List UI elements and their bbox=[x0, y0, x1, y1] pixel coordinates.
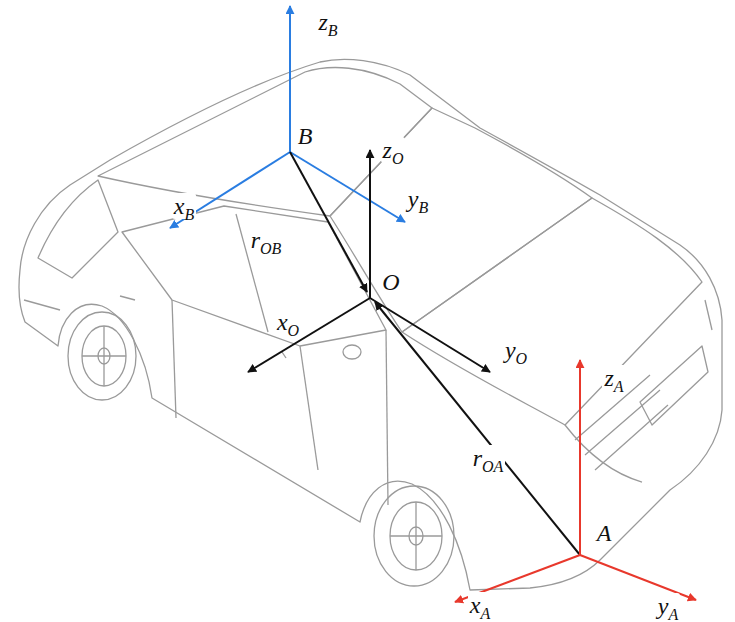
car-outline bbox=[19, 59, 722, 590]
axis-label: A bbox=[595, 520, 614, 546]
axis-label: zB bbox=[316, 9, 339, 35]
axis-label: B bbox=[296, 123, 315, 149]
axis-label: yA bbox=[656, 593, 680, 619]
axis-label: yO bbox=[503, 337, 529, 363]
frame-o-axes bbox=[248, 150, 580, 555]
axis-label: O bbox=[380, 269, 401, 295]
axis-label: yB bbox=[406, 186, 430, 212]
axis-label: xA bbox=[468, 592, 492, 618]
axis-label: rOB bbox=[249, 227, 284, 253]
axis-label: zO bbox=[381, 137, 406, 163]
frame-a-axes bbox=[455, 360, 696, 602]
axis-label: xO bbox=[275, 309, 301, 335]
axis-label: xB bbox=[172, 193, 196, 219]
axis-label: zA bbox=[602, 365, 625, 391]
axis-label: rOA bbox=[471, 445, 506, 471]
